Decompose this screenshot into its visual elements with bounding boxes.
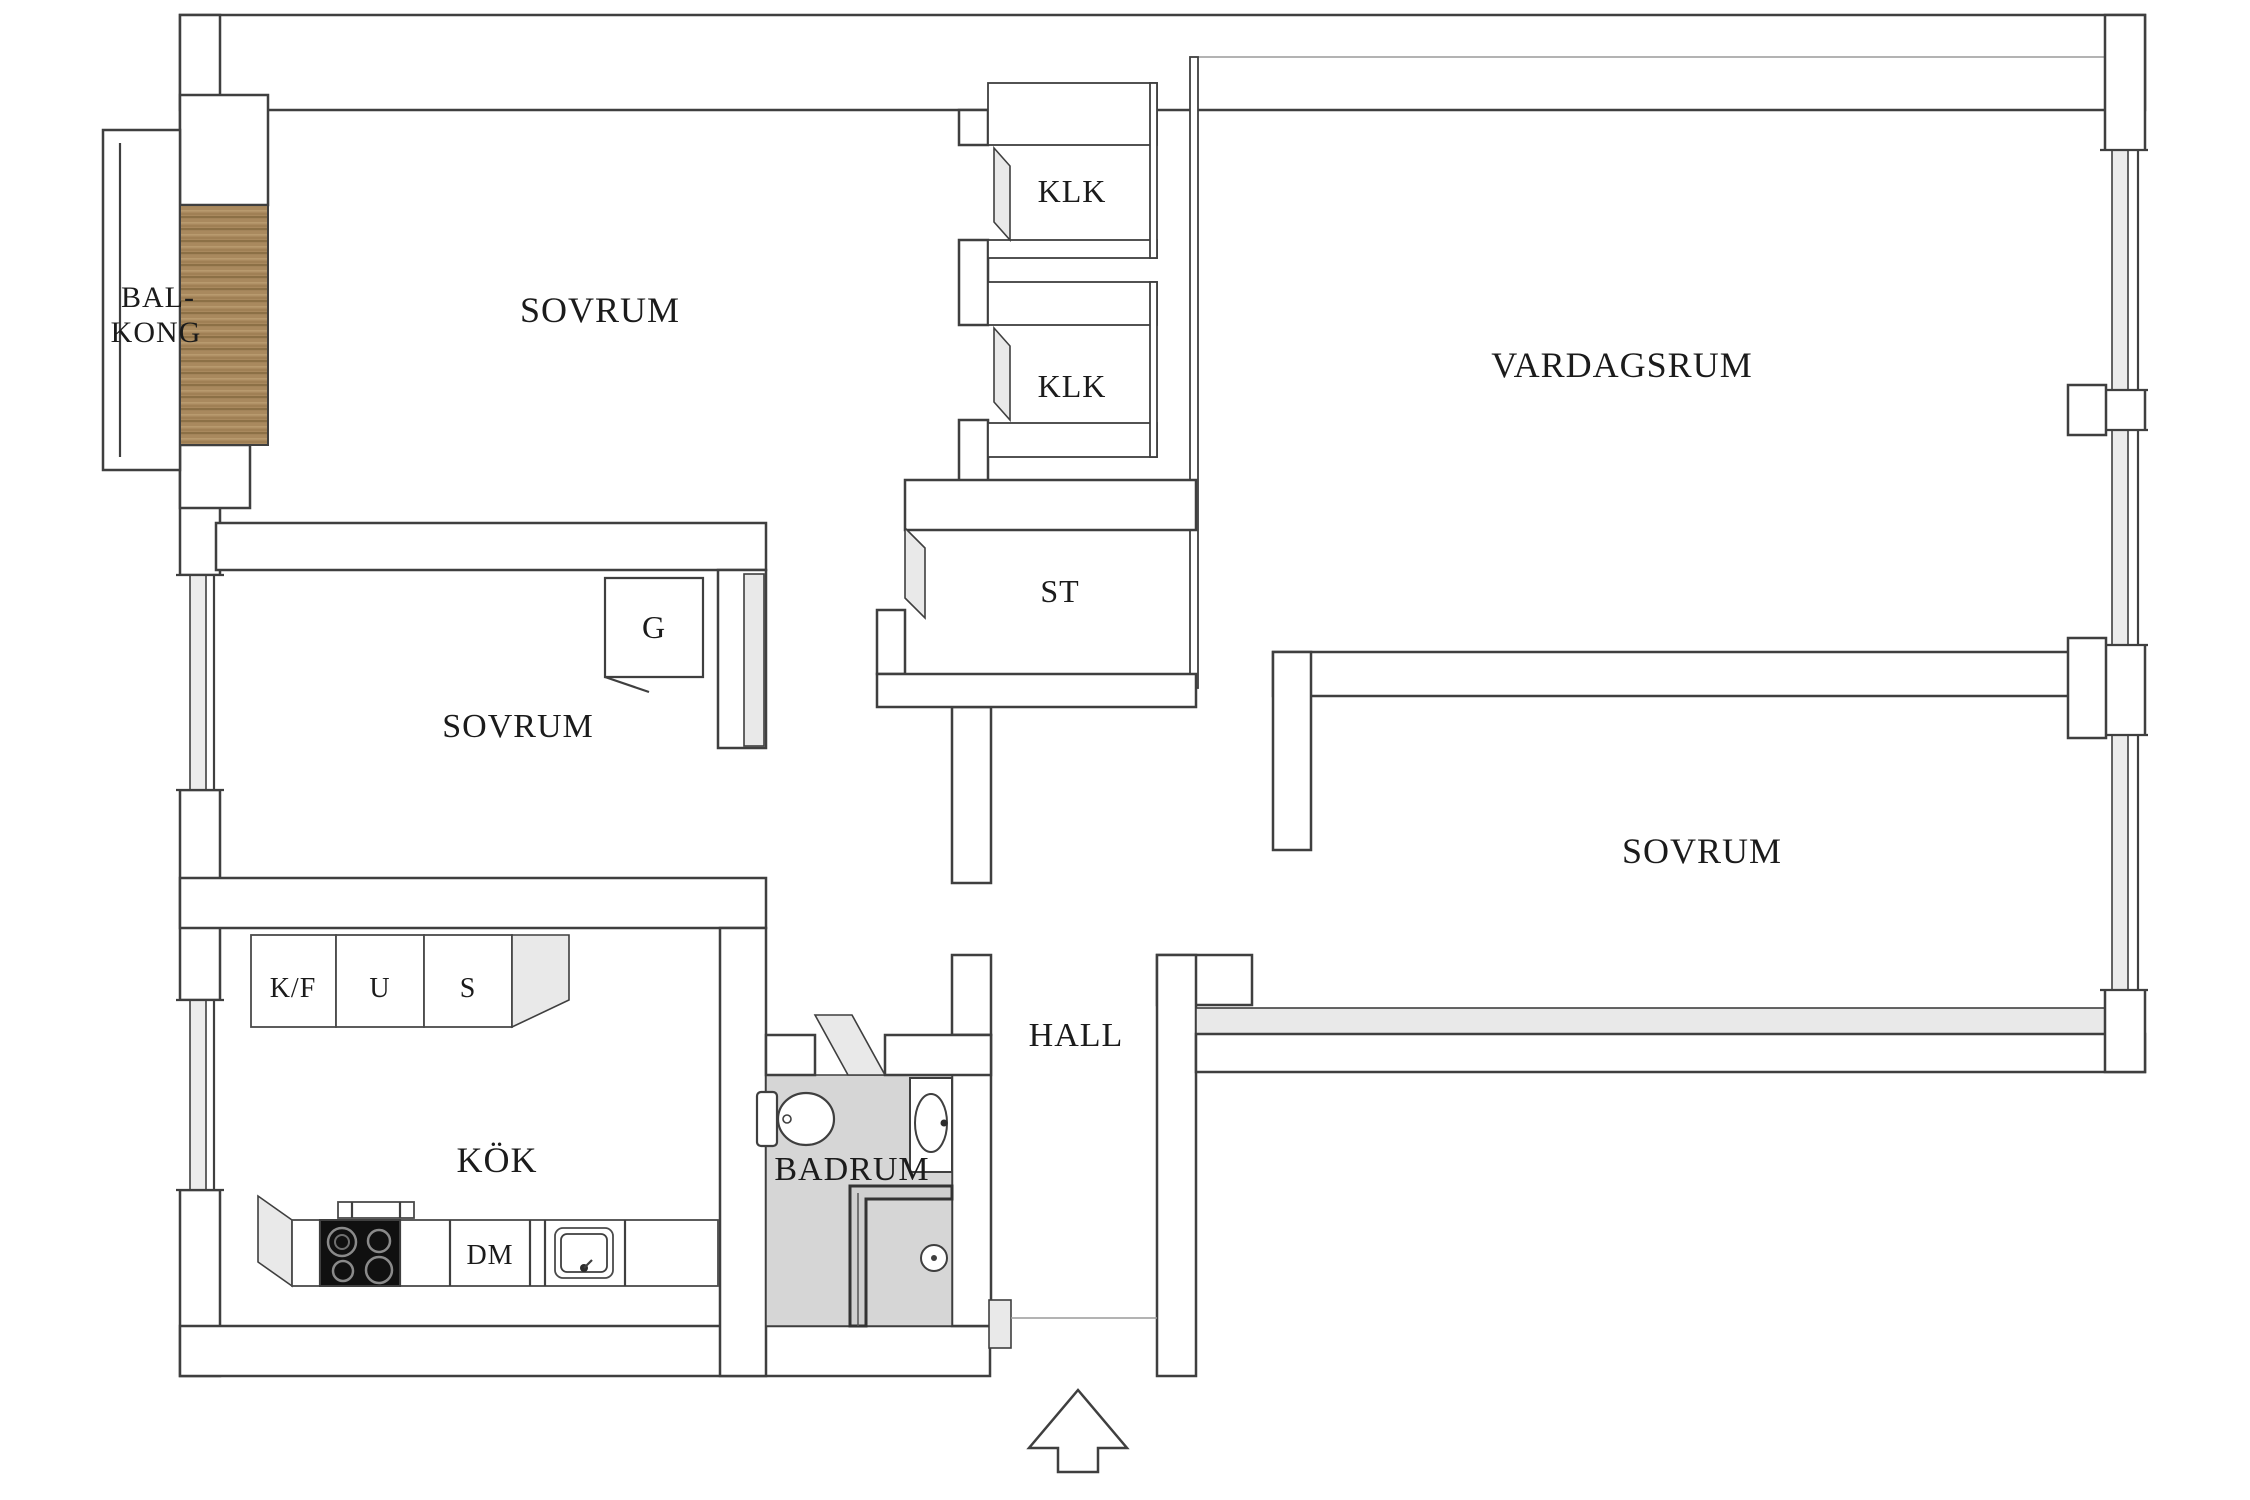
- wall-sov1-south: [214, 521, 768, 572]
- door-jamb: [993, 325, 1011, 423]
- room-label-vardagsrum: VARDAGSRUM: [1491, 345, 1752, 385]
- door-jamb: [993, 145, 1011, 243]
- room-label-sovrum-mid: SOVRUM: [442, 708, 593, 745]
- window-icon: [176, 573, 224, 792]
- wall-balcony-south: [178, 443, 252, 510]
- closet-st-label: ST: [1040, 573, 1079, 609]
- closet-st: ST: [875, 478, 1198, 709]
- stove-icon: [319, 1201, 415, 1287]
- room-label-kok: KÖK: [457, 1140, 538, 1180]
- closet-klk2: KLK: [987, 281, 1158, 458]
- cabinet-end-face: [511, 934, 570, 1029]
- kitchen: K/F U S DM: [250, 934, 719, 1288]
- counter-end-face: [257, 1194, 293, 1288]
- walls: [178, 13, 2147, 1378]
- closet-klk2-label: KLK: [1038, 368, 1107, 404]
- closet-klk1: KLK: [987, 82, 1158, 259]
- door-jamb: [904, 526, 926, 620]
- wall-kitchen-north: [178, 876, 768, 930]
- cabinet-kf: [250, 934, 337, 1028]
- door-jamb: [813, 1014, 887, 1076]
- badrum-label: BADRUM: [774, 1151, 929, 1188]
- window-pier: [2066, 383, 2108, 437]
- wall-badrum-east: [950, 1033, 993, 1328]
- closet-g-label: G: [642, 609, 666, 645]
- washbasin-icon: [909, 1077, 953, 1173]
- wall-hall-east: [1155, 953, 1198, 1378]
- balcony: BAL- KONG: [101, 128, 269, 472]
- wall-balcony-north: [178, 93, 270, 207]
- wall-sov1-east-a: [957, 108, 990, 147]
- cabinet-s-label: S: [460, 973, 477, 1004]
- wall-sov1-east-b: [957, 238, 990, 327]
- room-label-sovrum-top: SOVRUM: [520, 290, 680, 330]
- wood-deck: [179, 204, 269, 446]
- wall-bottom-right: [1194, 1032, 2147, 1074]
- balcony-label-line2: KONG: [111, 316, 202, 349]
- closet-g: G: [603, 576, 705, 694]
- wall-corridor-east-b: [950, 953, 993, 1037]
- wall-corridor-east-a: [950, 705, 993, 885]
- wall-top: [178, 13, 2147, 112]
- room-label-hall: HALL: [1029, 1017, 1124, 1054]
- kitchen-sink-icon: [554, 1227, 614, 1279]
- balcony-label-line1: BAL-: [121, 281, 195, 314]
- wall-badrum-west: [718, 926, 768, 1378]
- window-icon: [2100, 733, 2150, 992]
- door-leaf: [604, 675, 650, 694]
- window-icon: [176, 998, 224, 1192]
- shower-icon: [848, 1184, 954, 1328]
- room-label-sovrum-right: SOVRUM: [1622, 831, 1782, 871]
- entrance-arrow-icon: [1026, 1388, 1130, 1474]
- window-icon: [2100, 148, 2150, 392]
- wall-bottom-left: [178, 1324, 992, 1378]
- window-pier: [2066, 636, 2108, 740]
- balcony-rail: [101, 128, 182, 472]
- wall-divider-right: [1271, 650, 2107, 698]
- wall-sovrum-right-west: [1271, 650, 1313, 852]
- closet-klk1-label: KLK: [1038, 173, 1107, 209]
- wall-bottom-right-face: [1195, 1007, 2146, 1035]
- cabinet-kf-label: K/F: [270, 973, 317, 1004]
- cabinet-u: [335, 934, 425, 1028]
- dishwasher-label: DM: [466, 1240, 513, 1271]
- cabinet-u-label: U: [369, 973, 390, 1004]
- door-jamb: [988, 1299, 1012, 1349]
- bathroom: BADRUM: [755, 1014, 993, 1328]
- window-icon: [2100, 428, 2150, 647]
- wall-vardagsrum-west: [1189, 56, 1199, 689]
- entrance: [988, 1299, 1157, 1474]
- wall-sov2-east-face: [743, 573, 765, 747]
- windows: [176, 148, 2150, 1192]
- toilet-icon: [755, 1090, 836, 1148]
